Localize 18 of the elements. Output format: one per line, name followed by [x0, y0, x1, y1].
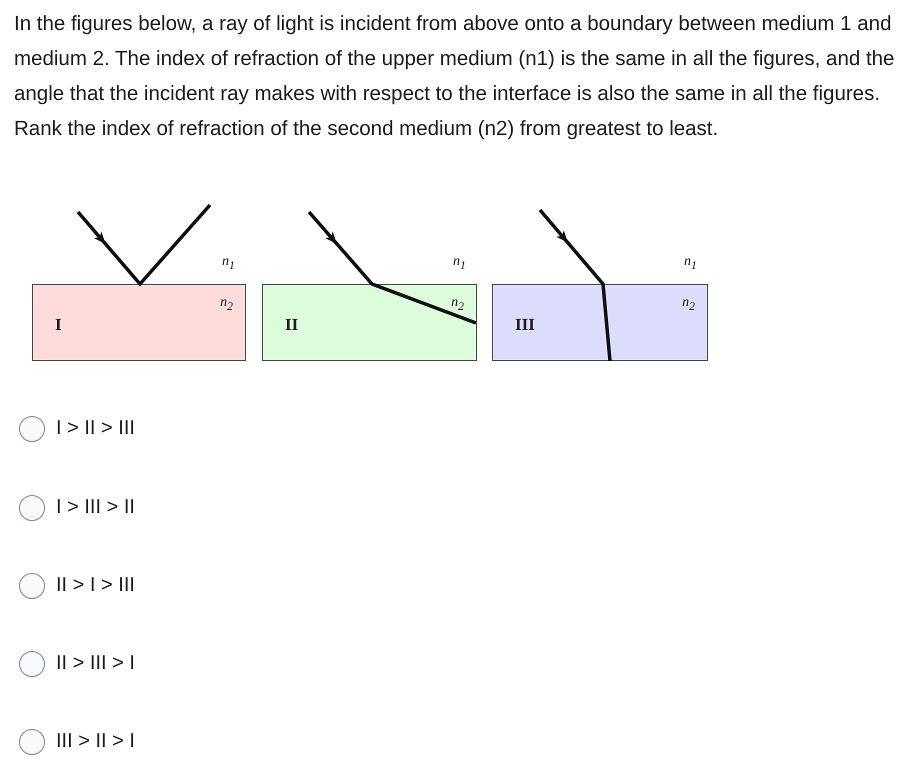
figure-number: II [285, 315, 298, 335]
answer-option: II > I > III [56, 574, 135, 597]
medium-index-label: n$_{2}$ [451, 295, 464, 313]
figure-number: I [55, 315, 62, 335]
answer-option: I > III > II [56, 496, 135, 519]
medium-index-label: n$_{2}$ [220, 295, 233, 313]
medium-box [492, 284, 708, 361]
answer-option: I > II > III [56, 417, 135, 440]
answer-option: III > II > I [56, 730, 135, 753]
medium-box [32, 284, 246, 361]
medium-index-label: n$_{2}$ [682, 295, 695, 313]
medium-index-label: n$_{1}$ [222, 254, 235, 272]
answer-option: II > III > I [56, 652, 135, 675]
medium-index-label: n$_{1}$ [684, 254, 697, 272]
medium-index-label: n$_{1}$ [453, 254, 466, 272]
medium-box [262, 284, 477, 361]
figure-number: III [515, 315, 535, 335]
question-text: In the figures below, a ray of light is incident from above onto a boundary between medium 1 and medium 2. The index of refraction of the upper medium (n1) is the same in all the figures, and the angle that the incident ray makes with respect to the interface is also the same in all the figures. Rank the index of refraction of the second medium (n2) from greatest to least. [14, 11, 896, 142]
